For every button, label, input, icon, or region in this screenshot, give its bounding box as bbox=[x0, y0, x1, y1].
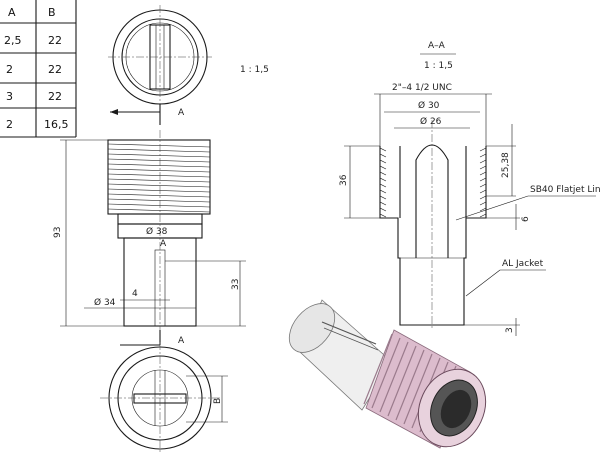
dim-dia-34: Ø 34 bbox=[94, 297, 116, 308]
scale-label-left: 1 : 1,5 bbox=[240, 65, 269, 75]
thread-line bbox=[479, 159, 487, 164]
dim-4: 4 bbox=[132, 289, 138, 299]
thread-line bbox=[479, 147, 487, 152]
section-title: A–A bbox=[428, 41, 446, 51]
jacket-label: AL Jacket bbox=[502, 259, 544, 269]
thread-line bbox=[107, 148, 211, 153]
cut-label-a-bottom: A bbox=[178, 336, 185, 346]
thread-line bbox=[107, 153, 211, 158]
top-view: A bbox=[108, 5, 212, 125]
dim-33: 33 bbox=[231, 279, 241, 290]
table-cell: 2 bbox=[6, 118, 13, 131]
table-header-b: B bbox=[48, 6, 56, 19]
thread-line bbox=[107, 158, 211, 163]
thread-line bbox=[379, 177, 387, 182]
dim-dia-26: Ø 26 bbox=[420, 116, 442, 127]
thread-line bbox=[107, 163, 211, 168]
thread-line bbox=[379, 195, 387, 200]
table-cell: 3 bbox=[6, 90, 13, 103]
thread-line bbox=[379, 201, 387, 206]
thread-line bbox=[379, 183, 387, 188]
thread-line bbox=[107, 188, 211, 193]
thread-line bbox=[107, 198, 211, 203]
liner-label: SB40 Flatjet Liner bbox=[530, 185, 600, 195]
cut-label-a-mid: A bbox=[160, 239, 167, 249]
dimension-table: A B 2,5 22 2 22 3 22 2 16,5 bbox=[0, 0, 77, 138]
section-scale: 1 : 1,5 bbox=[424, 61, 453, 71]
table-cell: 16,5 bbox=[44, 118, 69, 131]
table-header-a: A bbox=[8, 6, 16, 19]
thread-line bbox=[479, 189, 487, 194]
thread-line bbox=[479, 171, 487, 176]
thread-line bbox=[379, 147, 387, 152]
table-cell: 22 bbox=[48, 34, 62, 47]
thread-line bbox=[107, 143, 211, 148]
thread-line bbox=[107, 173, 211, 178]
dim-3: 3 bbox=[505, 327, 515, 333]
thread-line bbox=[379, 159, 387, 164]
thread-line bbox=[395, 349, 425, 421]
thread-line bbox=[107, 203, 211, 208]
cut-label-a-top: A bbox=[178, 108, 185, 118]
table-cell: 22 bbox=[48, 63, 62, 76]
thread-spec: 2"–4 1/2 UNC bbox=[392, 83, 452, 93]
thread-line bbox=[107, 178, 211, 183]
section-view: A–A 1 : 1,5 2"–4 1/2 UNC Ø 30 Ø 26 36 25… bbox=[339, 41, 600, 336]
thread-line bbox=[107, 183, 211, 188]
thread-line bbox=[107, 168, 211, 173]
isometric-view bbox=[288, 299, 487, 449]
dim-6: 6 bbox=[521, 216, 531, 222]
thread-line bbox=[403, 353, 433, 425]
thread-line bbox=[379, 153, 387, 158]
bottom-view: B bbox=[100, 342, 228, 454]
thread-line bbox=[479, 183, 487, 188]
table-cell: 22 bbox=[48, 90, 62, 103]
thread-line bbox=[479, 201, 487, 206]
thread-line bbox=[479, 153, 487, 158]
thread-line bbox=[387, 345, 417, 417]
thread-lines bbox=[107, 143, 211, 213]
thread-line bbox=[379, 213, 387, 218]
thread-line bbox=[379, 189, 387, 194]
thread-line bbox=[107, 193, 211, 198]
table-cell: 2 bbox=[6, 63, 13, 76]
section-thread bbox=[379, 147, 487, 218]
thread-line bbox=[363, 333, 393, 405]
thread-line bbox=[479, 165, 487, 170]
thread-line bbox=[379, 207, 387, 212]
table-cell: 2,5 bbox=[4, 34, 22, 47]
dim-93: 93 bbox=[53, 227, 63, 238]
thread-line bbox=[479, 213, 487, 218]
front-view: 93 Ø 38 A 33 Ø 34 4 A bbox=[53, 130, 246, 346]
thread-line bbox=[371, 337, 401, 409]
dim-25-38: 25,38 bbox=[501, 152, 511, 178]
thread-line bbox=[479, 207, 487, 212]
thread-line bbox=[479, 177, 487, 182]
dim-36: 36 bbox=[339, 174, 349, 186]
dim-b: B bbox=[213, 398, 223, 404]
dim-dia-30: Ø 30 bbox=[418, 100, 440, 111]
thread-line bbox=[379, 171, 387, 176]
dim-dia-38: Ø 38 bbox=[146, 226, 168, 237]
thread-line bbox=[379, 165, 387, 170]
thread-line bbox=[107, 208, 211, 213]
thread-line bbox=[379, 341, 409, 413]
thread-line bbox=[479, 195, 487, 200]
